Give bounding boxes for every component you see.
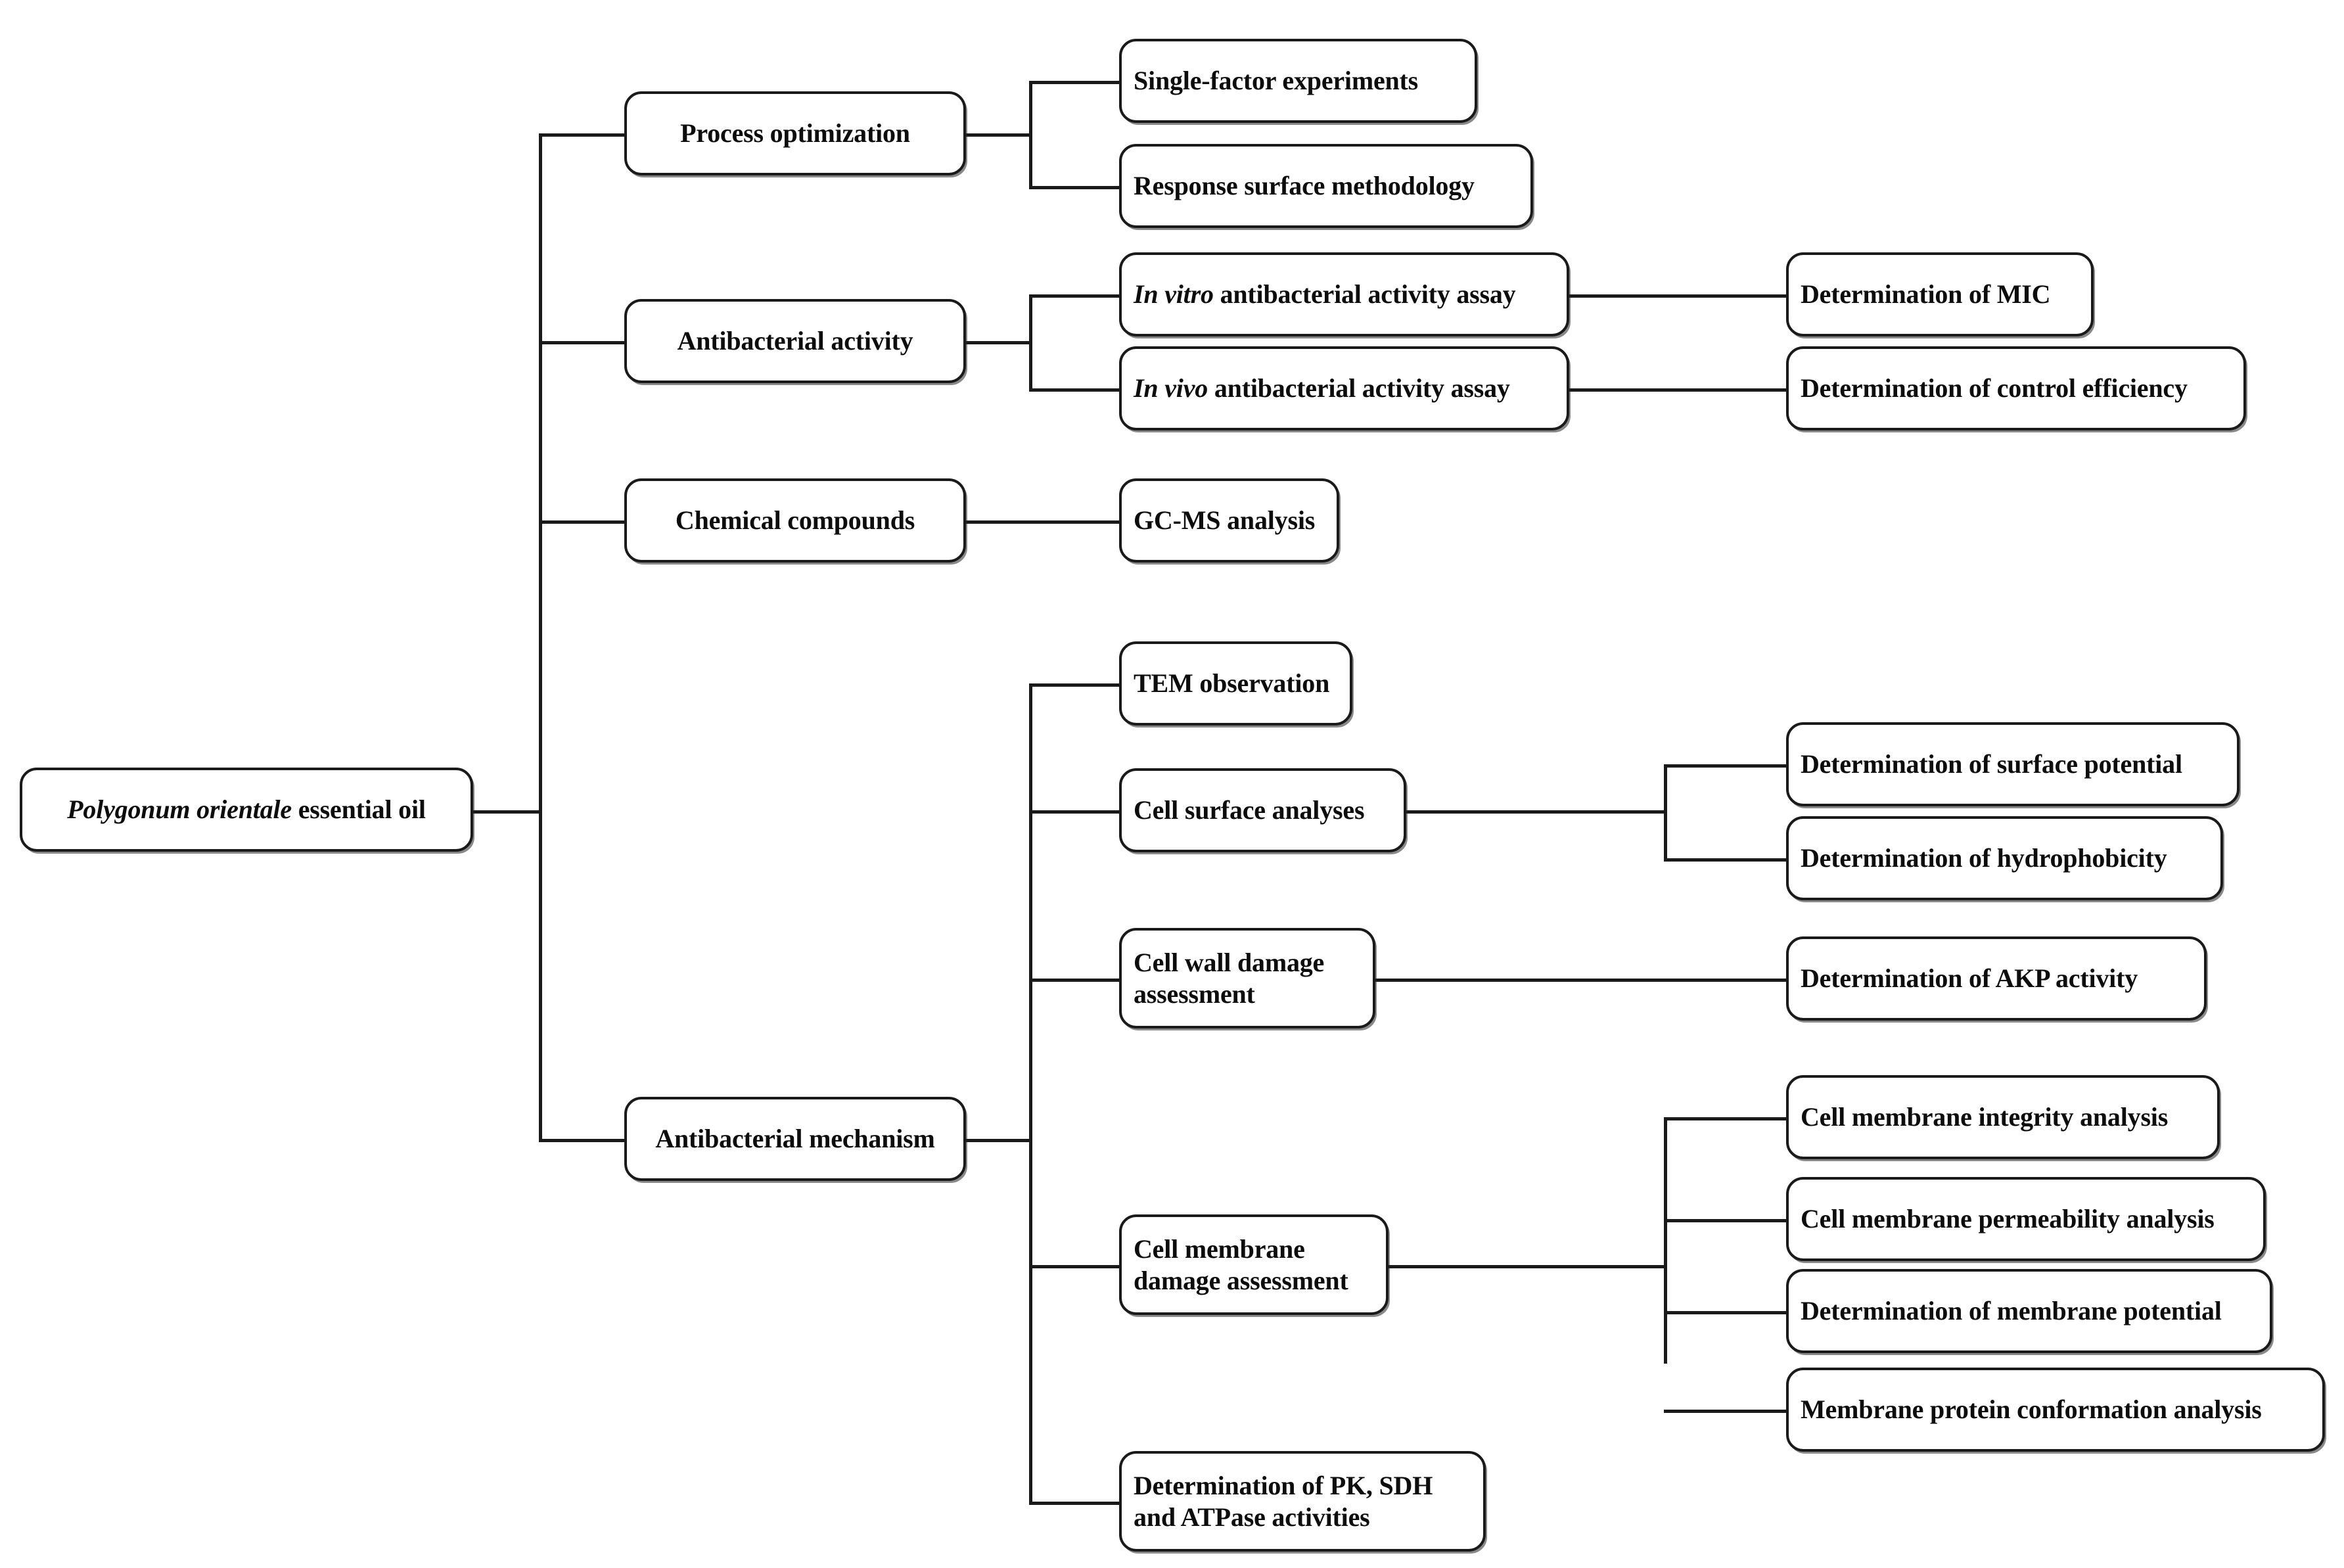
edge-chemical-compounds-to-gcms xyxy=(963,520,1121,524)
edge-to-membrane-potential xyxy=(1664,1311,1789,1314)
edge-process-optimization-stub xyxy=(963,133,1032,137)
edge-to-pk-sdh-atpase xyxy=(1029,1502,1121,1505)
node-antibacterial-mechanism[interactable]: Antibacterial mechanism xyxy=(624,1097,966,1181)
edge-to-membrane-permeability xyxy=(1664,1219,1789,1222)
node-determination-of-mic-label: Determination of MIC xyxy=(1801,279,2051,310)
edge-to-in-vivo-assay xyxy=(1029,388,1121,392)
node-in-vivo-assay-label-rest: antibacterial activity assay xyxy=(1208,373,1510,404)
edge-spine-to-antibacterial-activity xyxy=(539,341,628,344)
node-process-optimization-label: Process optimization xyxy=(680,118,910,149)
edge-cell-wall-to-akp xyxy=(1374,979,1788,982)
edge-antibacterial-mechanism-spine xyxy=(1029,683,1032,1505)
node-determination-of-membrane-potential[interactable]: Determination of membrane potential xyxy=(1786,1269,2272,1353)
node-chemical-compounds[interactable]: Chemical compounds xyxy=(624,478,966,563)
node-determination-of-hydrophobicity[interactable]: Determination of hydrophobicity xyxy=(1786,816,2223,900)
node-determination-of-surface-potential-label: Determination of surface potential xyxy=(1801,749,2182,779)
edge-to-cell-wall-damage-assessment xyxy=(1029,979,1121,982)
node-determination-of-control-efficiency-label: Determination of control efficiency xyxy=(1801,373,2188,404)
node-root-label-italic: Polygonum orientale xyxy=(67,795,292,825)
node-root-label-rest: essential oil xyxy=(291,795,426,825)
node-cell-membrane-integrity-analysis-label: Cell membrane integrity analysis xyxy=(1801,1102,2169,1132)
edge-antibacterial-mechanism-stub xyxy=(963,1139,1032,1142)
edge-antibacterial-activity-spine xyxy=(1029,294,1032,392)
edge-to-in-vitro-assay xyxy=(1029,294,1121,298)
edge-in-vivo-to-control-efficiency xyxy=(1567,388,1787,392)
edge-to-tem-observation xyxy=(1029,683,1121,687)
edge-in-vitro-to-mic xyxy=(1567,294,1787,298)
node-cell-surface-analyses-label: Cell surface analyses xyxy=(1134,795,1365,825)
edge-to-hydrophobicity xyxy=(1664,858,1789,862)
node-cell-surface-analyses[interactable]: Cell surface analyses xyxy=(1119,768,1406,852)
node-in-vivo-assay-label-italic: In vivo xyxy=(1134,373,1208,404)
edge-main-spine xyxy=(539,133,542,1142)
node-root-label: Polygonum orientale essential oil xyxy=(22,794,471,825)
edge-to-cell-surface-analyses xyxy=(1029,810,1121,814)
node-cell-membrane-permeability-analysis-label: Cell membrane permeability analysis xyxy=(1801,1204,2215,1234)
node-determination-of-membrane-potential-label: Determination of membrane potential xyxy=(1801,1296,2222,1326)
node-cell-wall-damage-assessment[interactable]: Cell wall damage assessment xyxy=(1119,928,1375,1028)
node-cell-membrane-permeability-analysis[interactable]: Cell membrane permeability analysis xyxy=(1786,1177,2266,1261)
node-determination-of-akp-activity[interactable]: Determination of AKP activity xyxy=(1786,936,2207,1021)
edge-spine-to-process-optimization xyxy=(539,133,628,137)
node-single-factor-experiments-label: Single-factor experiments xyxy=(1134,66,1419,96)
node-in-vivo-assay-label: In vivo antibacterial activity assay xyxy=(1122,373,1567,404)
edge-process-optimization-spine xyxy=(1029,81,1032,189)
node-root[interactable]: Polygonum orientale essential oil xyxy=(20,768,473,852)
node-gc-ms-analysis[interactable]: GC-MS analysis xyxy=(1119,478,1339,563)
edge-cell-surface-spine xyxy=(1664,764,1667,862)
node-pk-sdh-atpase[interactable]: Determination of PK, SDH and ATPase acti… xyxy=(1119,1451,1486,1552)
node-determination-of-mic[interactable]: Determination of MIC xyxy=(1786,252,2094,336)
node-tem-observation[interactable]: TEM observation xyxy=(1119,641,1352,726)
node-determination-of-control-efficiency[interactable]: Determination of control efficiency xyxy=(1786,346,2246,430)
node-antibacterial-activity[interactable]: Antibacterial activity xyxy=(624,299,966,383)
node-determination-of-akp-activity-label: Determination of AKP activity xyxy=(1801,963,2138,994)
node-cell-membrane-damage-assessment-label: Cell membrane damage assessment xyxy=(1134,1234,1348,1295)
node-determination-of-hydrophobicity-label: Determination of hydrophobicity xyxy=(1801,843,2167,873)
edge-spine-to-chemical-compounds xyxy=(539,520,628,524)
node-membrane-protein-conformation-analysis[interactable]: Membrane protein conformation analysis xyxy=(1786,1368,2325,1452)
node-determination-of-surface-potential[interactable]: Determination of surface potential xyxy=(1786,722,2240,806)
node-chemical-compounds-label: Chemical compounds xyxy=(675,505,915,536)
node-cell-membrane-integrity-analysis[interactable]: Cell membrane integrity analysis xyxy=(1786,1075,2220,1159)
node-single-factor-experiments[interactable]: Single-factor experiments xyxy=(1119,39,1477,123)
edge-cell-surface-stub xyxy=(1404,810,1666,814)
node-response-surface-methodology[interactable]: Response surface methodology xyxy=(1119,144,1533,228)
edge-root-stub xyxy=(470,810,542,814)
edge-to-membrane-protein-conformation xyxy=(1664,1410,1789,1413)
node-cell-wall-damage-assessment-label: Cell wall damage assessment xyxy=(1134,948,1325,1009)
edge-spine-to-antibacterial-mechanism xyxy=(539,1139,628,1142)
edge-to-single-factor-experiments xyxy=(1029,81,1121,84)
node-response-surface-methodology-label: Response surface methodology xyxy=(1134,171,1475,201)
node-in-vivo-assay[interactable]: In vivo antibacterial activity assay xyxy=(1119,346,1569,430)
node-pk-sdh-atpase-label: Determination of PK, SDH and ATPase acti… xyxy=(1134,1471,1433,1532)
edge-to-membrane-integrity xyxy=(1664,1117,1789,1120)
edge-antibacterial-activity-stub xyxy=(963,341,1032,344)
node-gc-ms-analysis-label: GC-MS analysis xyxy=(1134,505,1316,536)
edge-to-response-surface-methodology xyxy=(1029,186,1121,189)
node-antibacterial-mechanism-label: Antibacterial mechanism xyxy=(655,1124,935,1154)
node-in-vitro-assay-label: In vitro antibacterial activity assay xyxy=(1122,279,1567,310)
node-process-optimization[interactable]: Process optimization xyxy=(624,91,966,175)
node-tem-observation-label: TEM observation xyxy=(1134,668,1330,699)
node-in-vitro-assay[interactable]: In vitro antibacterial activity assay xyxy=(1119,252,1569,336)
edge-cell-membrane-stub xyxy=(1387,1265,1666,1268)
node-in-vitro-assay-label-italic: In vitro xyxy=(1134,279,1214,310)
edge-cell-membrane-spine xyxy=(1664,1117,1667,1364)
node-membrane-protein-conformation-analysis-label: Membrane protein conformation analysis xyxy=(1801,1395,2262,1425)
edge-to-surface-potential xyxy=(1664,764,1789,768)
node-in-vitro-assay-label-rest: antibacterial activity assay xyxy=(1213,279,1516,310)
node-antibacterial-activity-label: Antibacterial activity xyxy=(677,326,913,356)
edge-to-cell-membrane-damage-assessment xyxy=(1029,1265,1121,1268)
node-cell-membrane-damage-assessment[interactable]: Cell membrane damage assessment xyxy=(1119,1214,1389,1315)
